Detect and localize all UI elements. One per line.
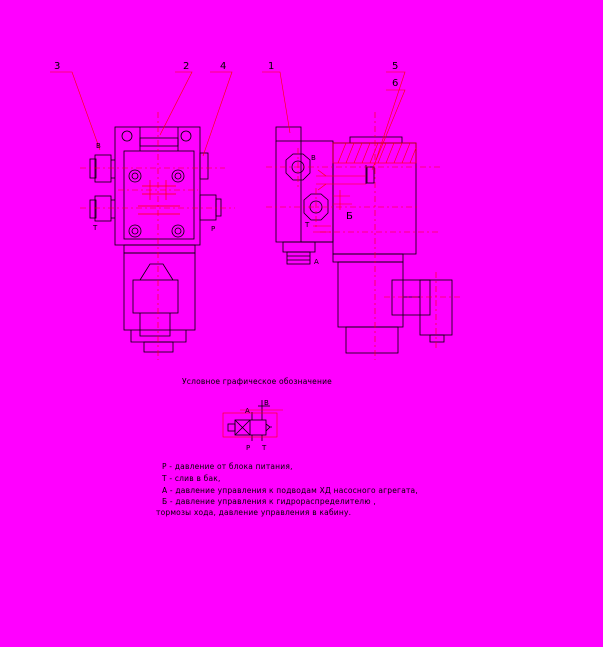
right-port-a-label: A [314,258,319,266]
callout-1: 1 [268,61,275,72]
callout-2: 2 [183,61,190,72]
legend-line-2: T - слив в бак, [162,474,221,483]
left-view-internal-channels [138,180,180,215]
symbol-port-b-label: B [264,399,269,407]
callout-6: 6 [392,78,399,89]
valve-graphic-symbol [227,400,272,441]
right-view-centerlines [266,112,462,360]
left-view-centerlines [80,112,235,360]
right-view-section-hatch [313,142,417,233]
symbol-port-t-label: T [262,444,267,452]
left-port-p-label: P [211,225,216,233]
legend-line-3: A - давление управления к подводам ХД на… [162,486,418,495]
left-port-b-label: B [96,142,101,150]
callout-5: 5 [392,61,399,72]
symbol-port-p-label: P [246,444,251,452]
symbol-outline [222,409,283,438]
right-port-b2-label: Б [346,211,353,222]
symbol-title: Условное графическое обозначение [182,377,332,386]
left-view-valve-body [89,126,222,353]
right-port-b-label: B [311,154,316,162]
callout-leaders [50,71,406,171]
legend-line-4: Б - давление управления к гидрораспредел… [162,497,376,506]
left-port-t-label: T [93,224,98,232]
callout-4: 4 [220,61,227,72]
symbol-port-a-label: A [245,407,250,415]
legend-line-5: тормозы хода, давление управления в каби… [156,508,352,517]
right-port-t-label: T [305,221,310,229]
callout-3: 3 [54,61,61,72]
legend-line-1: P - давление от блока питания, [162,462,293,471]
right-view-valve-body [275,126,453,354]
